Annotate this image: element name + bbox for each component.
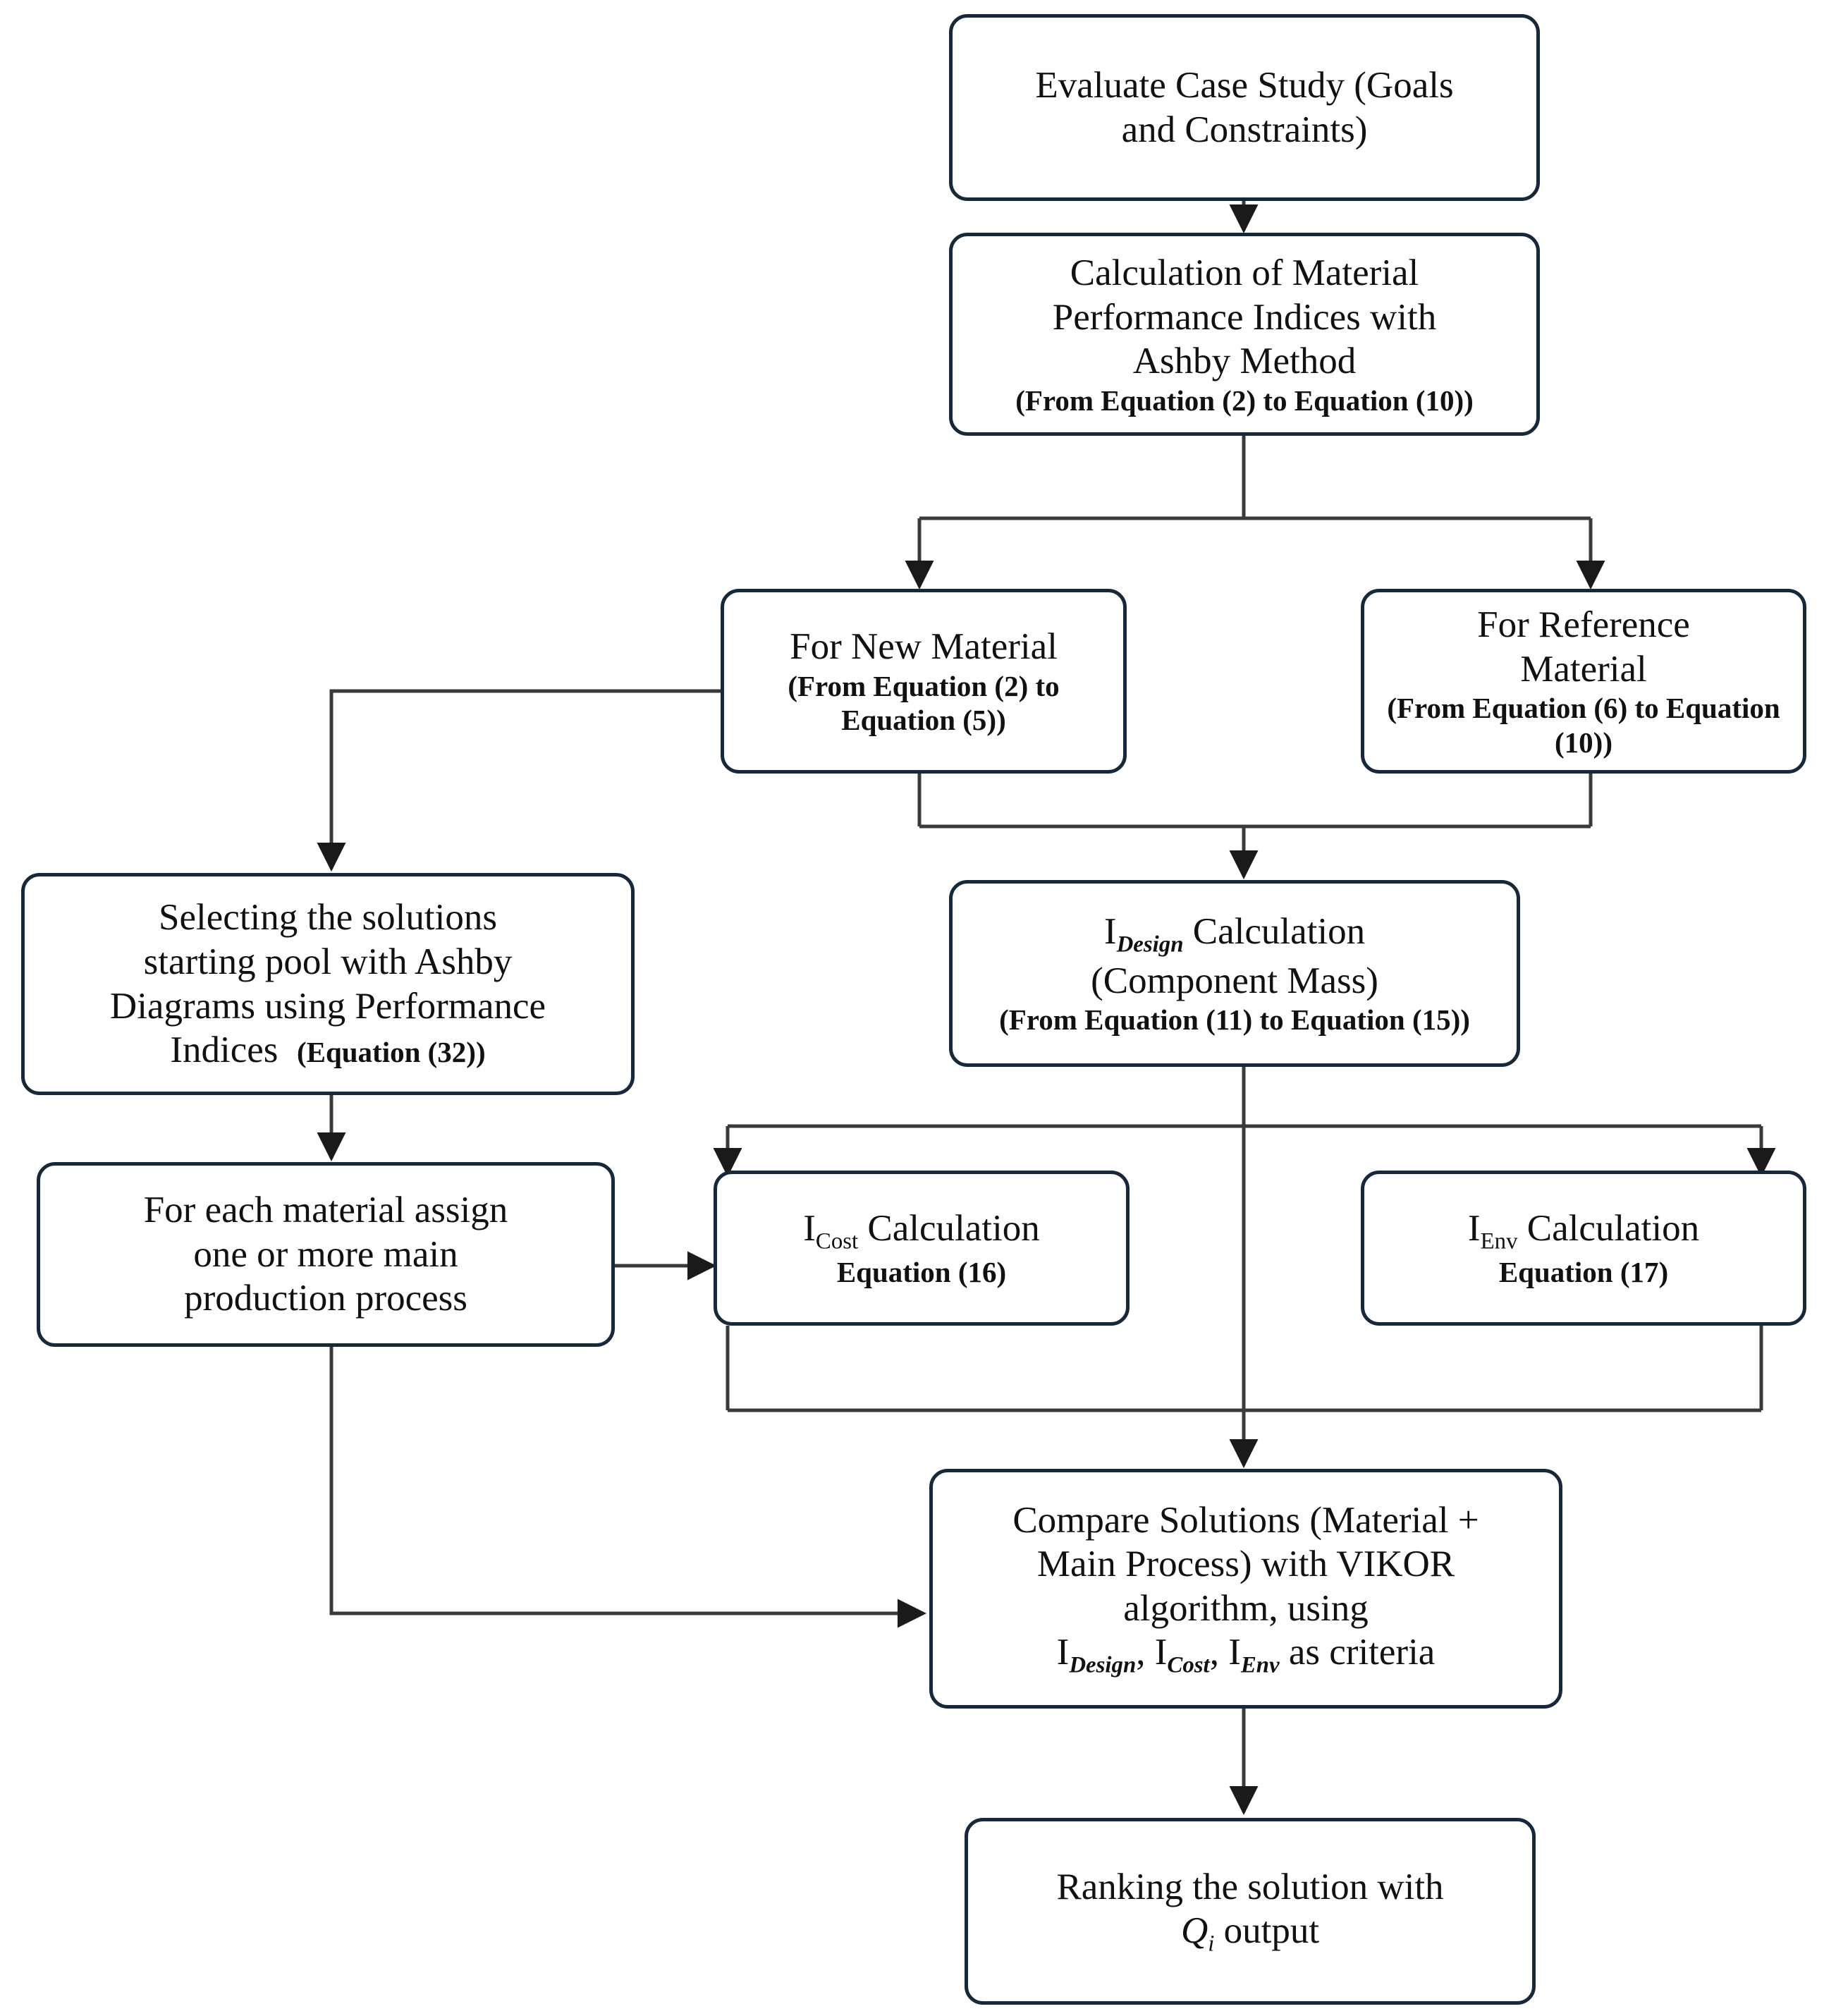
index-subscript: Cost: [1167, 1652, 1210, 1678]
node-line: For New Material: [790, 626, 1058, 668]
node-line-equation-range: (From Equation (6) to Equation: [1387, 692, 1780, 725]
node-selecting-solutions-starting-pool[interactable]: Selecting the solutions starting pool wi…: [21, 873, 635, 1095]
node-line: and Constraints): [1121, 109, 1368, 150]
node-line: Calculation: [1192, 911, 1366, 953]
node-line-mixed: Indices (Equation (32)): [170, 1028, 485, 1073]
index-subscript: Cost: [815, 1228, 859, 1254]
edge-new-material-left-leg: [317, 689, 721, 872]
index-symbol: I: [1056, 1632, 1070, 1673]
node-ienv-calculation[interactable]: IEnv Calculation Equation (17): [1361, 1171, 1806, 1326]
separator: ,: [1209, 1632, 1229, 1673]
index-symbol: I: [803, 1208, 816, 1250]
index-symbol: I: [1154, 1632, 1168, 1673]
node-line-symbol: IEnv Calculation: [1468, 1206, 1699, 1255]
node-line-equation-range: (From Equation (2) to Equation (10)): [1015, 384, 1474, 417]
math-tail: output: [1214, 1910, 1320, 1952]
index-subscript: Design: [1116, 931, 1184, 958]
node-line: starting pool with Ashby: [143, 941, 513, 982]
q-subscript: i: [1208, 1931, 1215, 1957]
node-line-equation-range: (From Equation (11) to Equation (15)): [999, 1003, 1470, 1037]
separator: ,: [1136, 1632, 1155, 1673]
node-line: For Reference: [1477, 604, 1690, 646]
node-icost-calculation[interactable]: ICost Calculation Equation (16): [714, 1171, 1130, 1326]
node-compare-solutions-vikor[interactable]: Compare Solutions (Material + Main Proce…: [929, 1469, 1562, 1709]
node-line-math: Qi output: [1181, 1909, 1319, 1957]
index-subscript: Design: [1069, 1652, 1137, 1678]
node-line: one or more main: [193, 1233, 458, 1275]
node-line: Evaluate Case Study (Goals: [1035, 64, 1454, 106]
node-for-reference-material[interactable]: For Reference Material (From Equation (6…: [1361, 589, 1806, 774]
node-line-equation-range: Equation (5)): [841, 704, 1006, 737]
node-line-criteria: IDesign, ICost, IEnv as criteria: [1057, 1630, 1436, 1679]
node-line-symbol: IDesign Calculation: [1104, 910, 1365, 958]
node-line: Ashby Method: [1132, 341, 1357, 382]
node-idesign-calculation[interactable]: IDesign Calculation (Component Mass) (Fr…: [949, 880, 1520, 1067]
node-line: For each material assign: [143, 1190, 508, 1231]
node-line-symbol: ICost Calculation: [803, 1206, 1040, 1255]
node-line-equation-range: Equation (16): [836, 1256, 1007, 1289]
q-symbol: Q: [1180, 1910, 1208, 1952]
node-line: Performance Indices with: [1052, 296, 1437, 338]
node-line: production process: [184, 1278, 467, 1319]
node-line: Material: [1520, 648, 1647, 690]
index-subscript: Env: [1480, 1228, 1518, 1254]
node-line: Selecting the solutions: [159, 897, 497, 939]
index-symbol: I: [1467, 1208, 1481, 1250]
edge-assign-process-to-compare: [329, 1347, 926, 1628]
node-line: (Component Mass): [1091, 960, 1378, 1001]
node-ranking-the-solution[interactable]: Ranking the solution with Qi output: [965, 1818, 1536, 2005]
node-line-main-part: Indices: [170, 1030, 279, 1071]
node-line: algorithm, using: [1123, 1587, 1369, 1629]
node-line: Ranking the solution with: [1056, 1866, 1444, 1907]
node-for-new-material[interactable]: For New Material (From Equation (2) to E…: [721, 589, 1127, 774]
criteria-tail: as criteria: [1279, 1632, 1436, 1673]
node-calculation-material-performance-indices[interactable]: Calculation of Material Performance Indi…: [949, 233, 1540, 436]
index-symbol: I: [1228, 1632, 1241, 1673]
node-line: Calculation: [1526, 1208, 1700, 1250]
node-line: Calculation: [867, 1208, 1040, 1250]
node-line: Diagrams using Performance: [109, 985, 546, 1027]
node-line: Main Process) with VIKOR: [1036, 1544, 1455, 1585]
node-line: Compare Solutions (Material +: [1012, 1499, 1479, 1541]
node-line-equation-range: (10)): [1555, 726, 1612, 759]
node-line-equation-range: (From Equation (2) to: [788, 669, 1060, 702]
node-evaluate-case-study[interactable]: Evaluate Case Study (Goals and Constrain…: [949, 14, 1540, 201]
node-line-equation-range: (Equation (32)): [296, 1036, 486, 1069]
node-line: Calculation of Material: [1070, 252, 1419, 294]
index-subscript: Env: [1240, 1652, 1280, 1678]
node-for-each-material-assign-process[interactable]: For each material assign one or more mai…: [37, 1162, 615, 1347]
node-line-equation-range: Equation (17): [1498, 1256, 1669, 1289]
index-symbol: I: [1103, 911, 1117, 953]
